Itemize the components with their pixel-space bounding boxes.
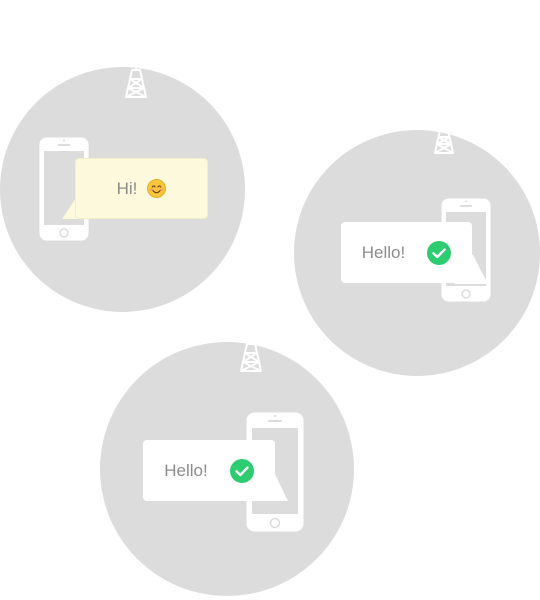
cell-tower-icon [240,340,262,372]
message-text: Hello! [164,460,208,480]
cell-tower-icon [434,129,454,154]
cell-tower-icon [125,66,147,98]
message-text: Hi! [116,178,138,198]
smiley-emoji-icon [147,179,167,198]
received-message-bubble: Hello! [143,440,275,501]
received-message-bubble: Hello! [341,222,472,283]
checkmark-circle-icon [427,240,452,265]
message-text: Hello! [361,242,406,262]
sent-message-bubble: Hi! [75,158,208,219]
checkmark-circle-icon [229,458,254,483]
